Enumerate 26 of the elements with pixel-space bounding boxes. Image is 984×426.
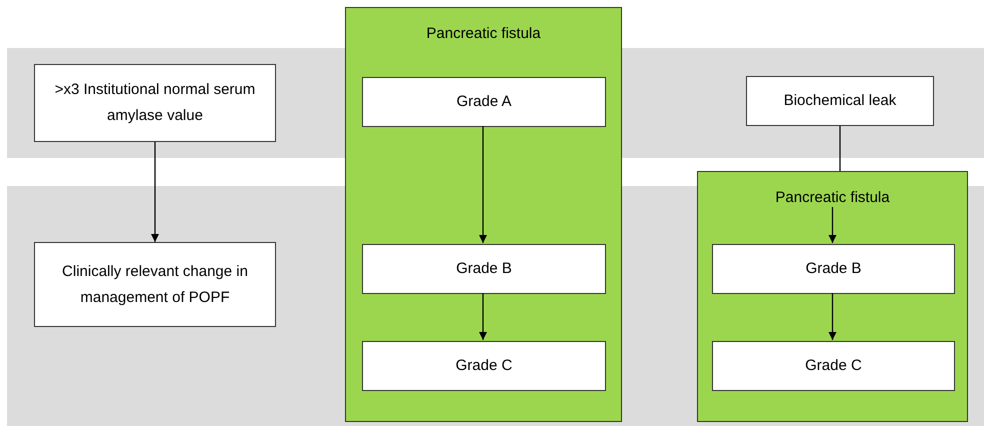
arrow: [479, 293, 487, 340]
process-box: [746, 76, 934, 126]
process-box: [362, 341, 606, 391]
group-title: Pancreatic fistula: [426, 24, 541, 44]
arrow: [151, 142, 159, 242]
box-label: Biochemical leak: [784, 91, 896, 111]
arrow: [828, 293, 836, 340]
box-label: Grade B: [806, 259, 862, 279]
box-label: Grade C: [456, 356, 512, 376]
box-label: Grade C: [805, 356, 862, 376]
box-label: Clinically relevant change in management of POPF: [61, 262, 249, 308]
process-box: [362, 77, 606, 127]
box-label: >x3 Institutional normal serum amylase value: [54, 80, 256, 126]
arrow: [828, 207, 836, 243]
process-box: [34, 64, 276, 142]
process-box: [712, 244, 955, 294]
group-box: [345, 7, 622, 422]
group-title: Pancreatic fistula: [775, 188, 890, 208]
process-box: [34, 242, 276, 327]
arrow: [479, 126, 487, 243]
process-box: [712, 341, 955, 391]
group-box: [697, 171, 968, 422]
process-box: [362, 244, 606, 294]
connector-line: [839, 126, 841, 171]
box-label: Grade B: [456, 259, 512, 279]
box-label: Grade A: [456, 92, 512, 112]
